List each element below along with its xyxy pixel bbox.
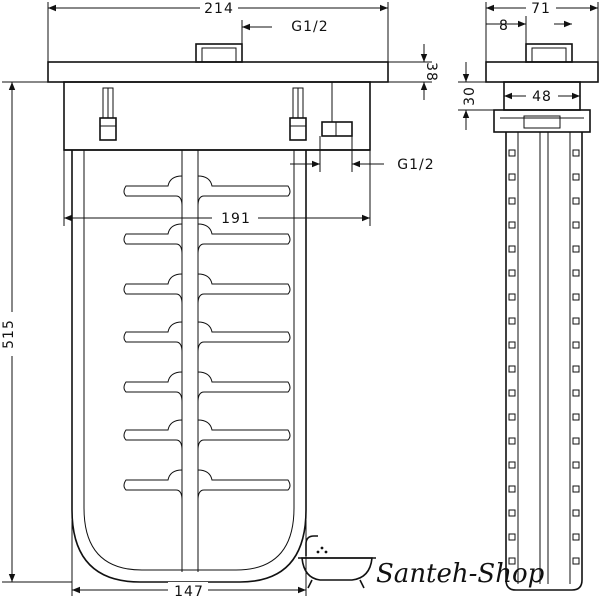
side-fin-mark [572,197,580,205]
dim-30: 30 [458,62,504,130]
side-fin-mark [508,557,516,565]
side-fin-mark [572,461,580,469]
dim-147-label: 147 [174,584,204,600]
side-fin-mark [508,341,516,349]
side-fin-mark [508,269,516,277]
side-fin-marks [508,149,580,565]
side-fin-mark [508,317,516,325]
fin-right [197,371,291,403]
side-bracket [493,109,591,133]
side-flange [485,61,599,83]
watermark: Santeh-Shop [298,535,545,589]
side-fin-mark [572,533,580,541]
bathtub-icon [298,535,376,589]
dim-g12-side: G1/2 [290,136,434,173]
dim-515-label: 515 [1,319,17,349]
fin-left [123,469,183,501]
side-fin-mark [508,197,516,205]
side-fin-mark [572,269,580,277]
dim-38-label: 38 [423,62,439,82]
side-fin-mark [572,413,580,421]
side-fin-mark [508,149,516,157]
dim-214: 214 [47,0,389,62]
side-fin-mark [508,389,516,397]
fin-left [123,273,183,305]
dim-147: 147 [71,520,307,600]
top-connector-inner [201,47,237,63]
dim-48: 48 [504,88,580,105]
side-body [505,132,583,591]
fin-right [197,175,291,207]
fins [123,175,291,501]
side-view: 71 8 30 48 [458,0,599,591]
dim-515: 515 [1,81,72,583]
dim-8-label: 8 [499,18,509,34]
center-spine [181,150,199,572]
front-view: 214 G1/2 38 G1/2 [1,0,439,600]
side-fin-mark [572,173,580,181]
side-fin-mark [508,461,516,469]
dim-g12-top-label: G1/2 [291,19,328,35]
side-fin-mark [508,245,516,253]
side-fin-mark [508,293,516,301]
side-fin-mark [572,437,580,445]
side-fin-mark [572,317,580,325]
right-clamp [289,87,307,141]
side-fin-mark [572,293,580,301]
side-fin-mark [508,437,516,445]
side-fin-mark [572,557,580,565]
fin-right [197,321,291,353]
side-fin-mark [572,221,580,229]
fin-right [197,273,291,305]
main-body-outline [71,150,307,583]
dim-48-label: 48 [532,89,552,105]
side-connector [525,43,573,63]
fin-left [123,371,183,403]
side-fin-mark [572,389,580,397]
side-fin-mark [572,245,580,253]
watermark-text: Santeh-Shop [376,559,545,589]
side-fin-mark [508,173,516,181]
flange-plate [47,61,389,83]
side-fin-mark [508,509,516,517]
left-clamp [99,87,117,141]
side-fin-mark [572,365,580,373]
dim-71: 71 [485,0,599,62]
fin-left [123,223,183,255]
side-fin-mark [508,533,516,541]
side-fin-mark [572,485,580,493]
side-fin-mark [508,221,516,229]
dim-38: 38 [388,44,439,100]
fin-left [123,175,183,207]
dim-191-label: 191 [221,211,251,227]
dim-g12-top: G1/2 [241,19,328,44]
fin-left [123,419,183,451]
side-inlet [321,121,353,137]
dim-30-label: 30 [462,86,478,106]
side-fin-mark [508,413,516,421]
fin-right [197,223,291,255]
side-fin-mark [572,149,580,157]
side-fin-mark [572,509,580,517]
top-connector [195,43,243,63]
side-fin-mark [572,341,580,349]
dim-214-label: 214 [204,1,234,17]
dim-g12-side-label: G1/2 [397,157,434,173]
main-body-inner-outline [83,150,295,571]
fin-left [123,321,183,353]
dim-8: 8 [486,16,572,44]
side-fin-mark [508,485,516,493]
fin-right [197,419,291,451]
dim-71-label: 71 [531,1,551,17]
dim-191: 191 [63,150,371,227]
side-fin-mark [508,365,516,373]
fin-right [197,469,291,501]
